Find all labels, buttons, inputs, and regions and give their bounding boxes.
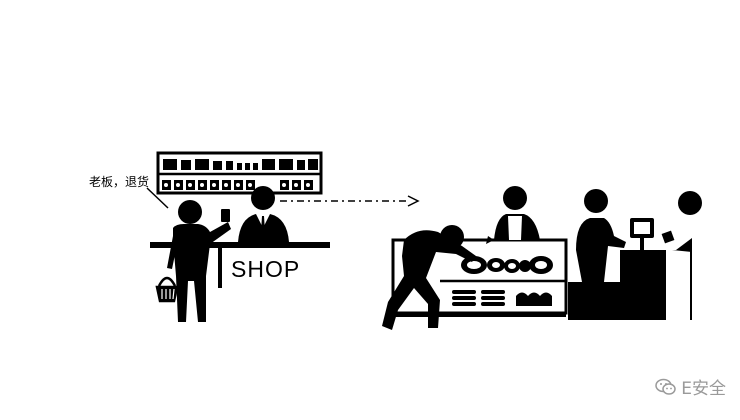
shelf-boxes-row: [163, 159, 318, 170]
shop-sign: SHOP: [231, 256, 301, 282]
wechat-icon: [655, 378, 676, 395]
shop-counter: [150, 242, 330, 288]
callout-pointer: [146, 187, 169, 209]
customer-bending-figure: [382, 225, 476, 330]
watermark-text: E安全: [681, 379, 726, 399]
shop-shelf: [156, 151, 323, 195]
callout-text: 老板，退货: [89, 175, 150, 189]
baker-apron: [508, 216, 522, 240]
watermark: E安全: [655, 374, 726, 399]
dashed-arrow: [280, 195, 420, 207]
customer-figure: [167, 200, 231, 322]
customer-right-figure: [661, 191, 702, 252]
cashier-figure: [576, 189, 626, 282]
display-case: [391, 238, 568, 317]
pastries-bottom-row: [452, 290, 552, 306]
cashier-counter: [568, 250, 692, 320]
